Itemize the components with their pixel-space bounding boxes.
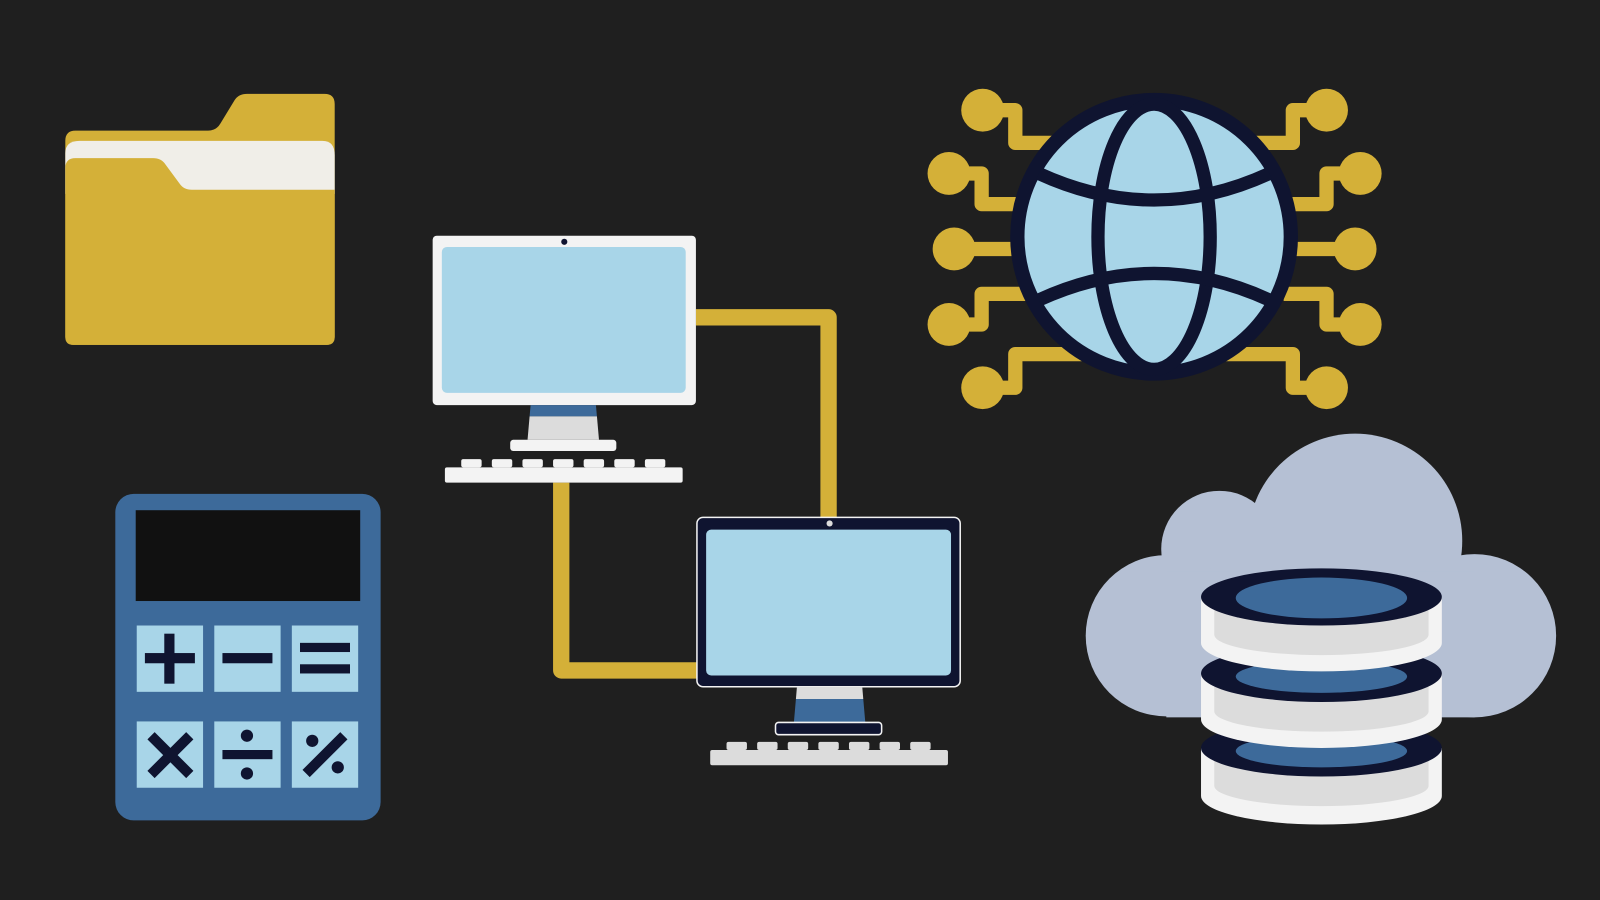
network-cable bbox=[553, 309, 837, 679]
folder-icon bbox=[65, 93, 335, 345]
cloud-database-icon bbox=[1085, 433, 1557, 825]
desktop-computer-icon bbox=[696, 516, 961, 766]
desktop-computer-icon bbox=[432, 235, 696, 483]
calculator-display bbox=[135, 510, 361, 602]
calculator-icon bbox=[115, 493, 381, 821]
globe-network-icon bbox=[927, 88, 1382, 410]
database-icon bbox=[1201, 568, 1442, 825]
